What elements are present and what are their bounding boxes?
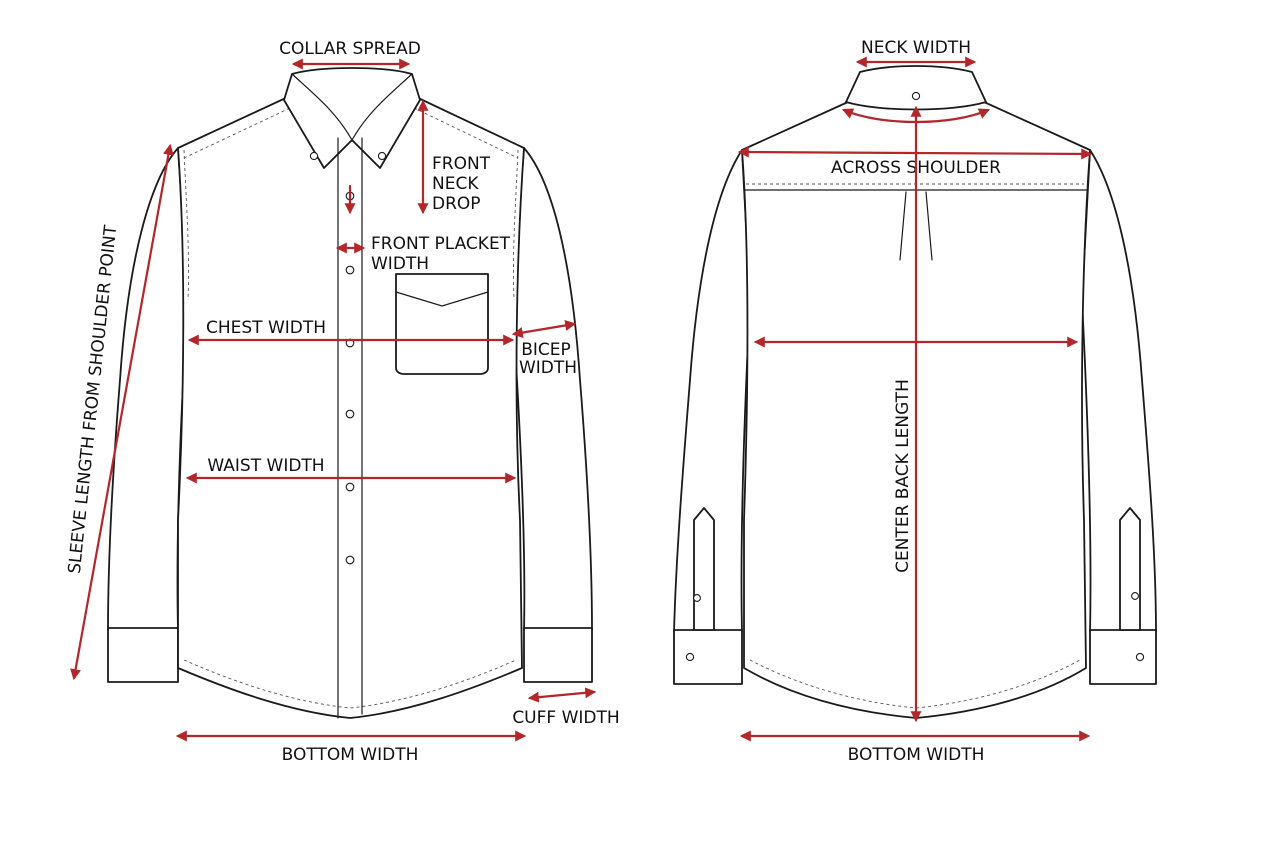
front-chest-pocket xyxy=(395,273,489,375)
collar-button-right xyxy=(377,151,387,161)
back-collar-button xyxy=(911,91,921,101)
collar-button-left xyxy=(309,151,319,161)
neck-width-label: NECK WIDTH xyxy=(861,38,971,58)
back-left-cuff xyxy=(673,629,743,685)
collar-spread-label: COLLAR SPREAD xyxy=(279,39,421,59)
back-measurements: NECK WIDTH ACROSS SHOULDER CENTER BACK L… xyxy=(737,38,1093,765)
front-placket xyxy=(337,137,363,719)
back-right-cuff xyxy=(1089,629,1157,685)
back-left-placket-button xyxy=(693,594,701,602)
back-left-cuff-button xyxy=(685,652,695,662)
back-left-sleeve xyxy=(673,149,751,633)
bicep-width-arrow xyxy=(511,320,577,338)
cuff-width-label: CUFF WIDTH xyxy=(512,708,619,728)
front-hem-stitch xyxy=(183,659,517,709)
waist-width-label: WAIST WIDTH xyxy=(207,456,324,476)
bicep-label-1: BICEP xyxy=(521,340,571,360)
cuff-width-arrow xyxy=(527,687,597,703)
bicep-label-2: WIDTH xyxy=(519,358,577,378)
front-placket-label-2: WIDTH xyxy=(371,254,429,274)
back-hem-stitch xyxy=(749,659,1081,709)
back-collar xyxy=(845,65,987,111)
front-yoke-stitch xyxy=(183,107,519,159)
front-placket-label-1: FRONT PLACKET xyxy=(371,234,511,254)
back-right-cuff-button xyxy=(1135,652,1145,662)
chest-width-label: CHEST WIDTH xyxy=(206,318,326,338)
sleeve-length-arrow xyxy=(70,143,174,681)
front-left-sleeve xyxy=(107,147,189,631)
back-box-pleat xyxy=(899,191,933,261)
front-armhole-seam-right xyxy=(513,149,519,301)
front-pocket-flap-line xyxy=(395,291,489,307)
back-right-sleeve-placket xyxy=(1119,507,1141,631)
back-bottom-width-label: BOTTOM WIDTH xyxy=(848,745,985,765)
front-right-sleeve xyxy=(511,147,593,631)
shirt-front-view xyxy=(107,67,593,719)
front-neck-drop-label-2: NECK xyxy=(432,174,479,194)
front-collar xyxy=(283,67,421,169)
back-right-sleeve xyxy=(1081,149,1157,633)
front-armhole-seam-left xyxy=(183,149,189,301)
front-neck-drop-label-1: FRONT xyxy=(432,154,491,174)
front-neck-drop-label-3: DROP xyxy=(432,194,481,214)
front-right-cuff xyxy=(523,627,593,683)
back-left-sleeve-placket xyxy=(693,507,715,631)
back-right-placket-button xyxy=(1131,592,1139,600)
front-left-cuff xyxy=(107,627,179,683)
front-collar-fold xyxy=(291,73,413,142)
front-bottom-width-label: BOTTOM WIDTH xyxy=(282,745,419,765)
center-back-length-label: CENTER BACK LENGTH xyxy=(893,379,913,573)
